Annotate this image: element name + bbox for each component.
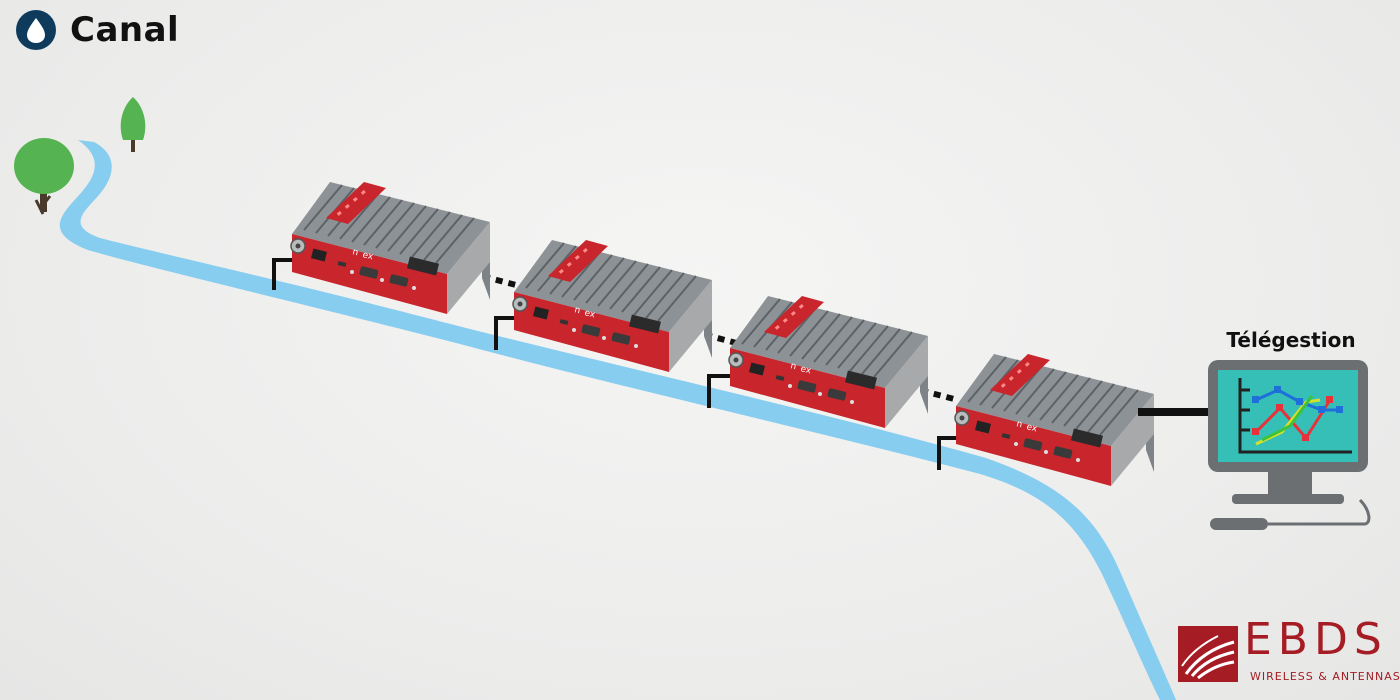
page-title: Canal	[70, 10, 180, 50]
logo-name: EBDS	[1244, 614, 1388, 665]
telegestion-label: Télégestion	[1226, 328, 1356, 352]
tree-icon	[14, 138, 74, 215]
pine-tree-icon	[120, 97, 146, 152]
monitor-chart-icon	[1208, 360, 1371, 530]
water-drop-icon	[16, 10, 56, 50]
logo-tagline: WIRELESS & ANTENNAS	[1250, 670, 1400, 683]
brand-logo: EBDS WIRELESS & ANTENNAS	[1178, 618, 1400, 690]
ebds-logo-mark-icon	[1178, 626, 1238, 682]
sensor-cables	[272, 258, 960, 470]
page-header: Canal	[16, 8, 179, 52]
